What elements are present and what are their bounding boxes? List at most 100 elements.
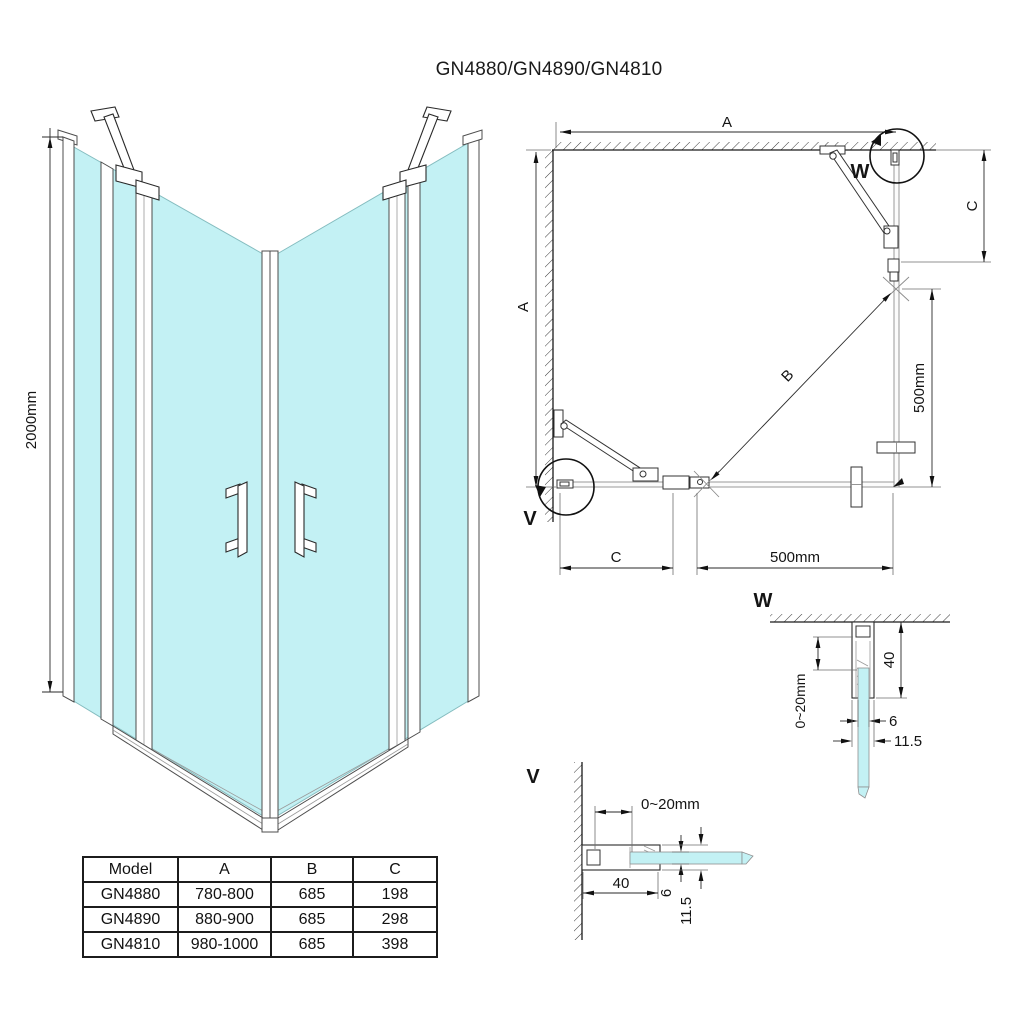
plan-dim-500-bottom-label: 500mm <box>770 549 820 566</box>
plan-dim-500-right: 500mm <box>899 288 941 488</box>
plan-bottom-glass <box>557 481 895 488</box>
spec-table-header-a: A <box>177 856 272 883</box>
iso-corner-foot <box>261 817 279 833</box>
spec-cell-a: 780-800 <box>177 881 272 908</box>
plan-bottom-support-bar <box>553 409 659 482</box>
plan-dim-b-label: B <box>778 366 797 385</box>
iso-right-glass-panel <box>276 141 471 817</box>
iso-left-door-handle <box>225 481 248 558</box>
plan-top-wall-hatch <box>552 142 936 150</box>
detail-v-dim-width: 11.5 <box>662 827 708 925</box>
plan-detail-circle-v: V <box>523 458 595 530</box>
plan-detail-circle-w: W <box>851 128 925 184</box>
detail-w-adjust-label: 0~20mm <box>792 674 808 729</box>
spec-cell-a: 980-1000 <box>177 931 272 958</box>
spec-cell-model: GN4810 <box>82 931 179 958</box>
spec-cell-c: 298 <box>352 906 438 933</box>
plan-dim-500-right-label: 500mm <box>911 363 928 413</box>
iso-right-bottom-edge <box>276 748 390 812</box>
spec-cell-c: 198 <box>352 881 438 908</box>
plan-dim-500-bottom: 500mm <box>696 493 894 575</box>
spec-table-row-gn4880: GN4880 780-800 685 198 <box>82 881 438 908</box>
iso-right-door-handle <box>294 481 317 558</box>
iso-corner-post-left <box>261 250 271 823</box>
plan-right-glass <box>893 149 900 488</box>
iso-left-outer-profile <box>62 136 75 703</box>
iso-corner-post-right <box>269 250 279 823</box>
detail-w-depth-label: 40 <box>881 652 898 669</box>
plan-view: A A C <box>515 114 991 575</box>
detail-v-depth-label: 40 <box>613 875 630 892</box>
spec-cell-c: 398 <box>352 931 438 958</box>
spec-table-header-b: B <box>270 856 354 883</box>
detail-w-glass-tip <box>857 786 870 799</box>
plan-left-wall-hatch <box>545 150 553 522</box>
plan-bottom-door-handle <box>850 466 863 508</box>
detail-v-glass-tip <box>741 851 754 865</box>
plan-corner-marker <box>893 478 904 487</box>
iso-view: 2000mm <box>23 106 483 833</box>
plan-dim-c-bottom-label: C <box>611 549 622 566</box>
detail-v-profile-slot <box>586 849 601 866</box>
detail-v-wall-hatch <box>574 762 582 940</box>
iso-height-dimension: 2000mm <box>23 128 63 693</box>
iso-height-label: 2000mm <box>23 391 40 449</box>
plan-dim-a-left-label: A <box>515 302 532 312</box>
detail-w-dim-depth: 40 <box>876 622 907 699</box>
detail-v-dim-adjust: 0~20mm <box>594 796 700 852</box>
plan-dim-a-top-label: A <box>722 114 732 131</box>
plan-left-wall-bracket <box>556 479 574 489</box>
iso-right-rail-line <box>277 743 409 825</box>
detail-v-glass <box>629 851 743 865</box>
spec-table-row-gn4890: GN4890 880-900 685 298 <box>82 906 438 933</box>
page-title: GN4880/GN4890/GN4810 <box>435 59 663 80</box>
plan-dim-c-bottom: C <box>559 493 674 575</box>
detail-w-glass-label: 6 <box>889 713 897 730</box>
detail-v-adjust-label: 0~20mm <box>641 796 700 813</box>
spec-cell-b: 685 <box>270 906 354 933</box>
plan-dim-a-left: A <box>515 149 556 488</box>
iso-left-bottom-edge <box>151 748 264 812</box>
spec-cell-b: 685 <box>270 881 354 908</box>
plan-top-wall-bracket <box>890 149 900 166</box>
spec-cell-model: GN4890 <box>82 906 179 933</box>
iso-right-wall-profile <box>407 170 421 740</box>
detail-w-glass <box>857 667 870 788</box>
iso-left-support-bar <box>90 106 160 201</box>
detail-v-title: V <box>526 766 540 788</box>
detail-w-dim-adjust: 0~20mm <box>792 636 857 729</box>
detail-w-dim-width: 11.5 <box>833 700 922 750</box>
detail-w-title: W <box>754 590 773 612</box>
iso-left-rail-line <box>112 729 264 825</box>
detail-w: W 0~20mm 40 <box>754 590 950 799</box>
detail-v-dim-depth: 40 <box>582 872 659 899</box>
spec-table-header-c: C <box>352 856 438 883</box>
plan-dim-c-right-label: C <box>964 200 981 211</box>
spec-cell-b: 685 <box>270 931 354 958</box>
iso-right-support-bar <box>382 106 452 201</box>
detail-v-dim-glass: 6 <box>658 835 689 897</box>
plan-detail-v-label: V <box>523 508 537 530</box>
spec-table-header-row: Model A B C <box>82 856 438 883</box>
plan-top-support-bar <box>819 145 899 249</box>
detail-w-ceiling-hatch <box>770 614 950 622</box>
iso-left-wall-profile <box>100 161 114 727</box>
iso-right-outer-cap <box>462 129 483 146</box>
spec-table-header-model: Model <box>82 856 179 883</box>
plan-detail-w-label: W <box>851 161 870 183</box>
spec-table-row-gn4810: GN4810 980-1000 685 398 <box>82 931 438 958</box>
plan-dim-b: B <box>711 293 891 480</box>
spec-cell-a: 880-900 <box>177 906 272 933</box>
detail-v-glass-label: 6 <box>658 889 675 897</box>
spec-table: Model A B C GN4880 780-800 685 198 GN489… <box>82 856 438 958</box>
detail-w-dim-glass: 6 <box>840 700 897 730</box>
detail-v: V 0~20mm 40 <box>526 762 754 940</box>
iso-right-outer-profile <box>467 136 480 703</box>
detail-w-profile-slot <box>855 625 871 638</box>
detail-w-width-label: 11.5 <box>894 733 922 750</box>
plan-bottom-hinge <box>662 470 720 498</box>
spec-cell-model: GN4880 <box>82 881 179 908</box>
detail-v-width-label: 11.5 <box>678 897 695 925</box>
